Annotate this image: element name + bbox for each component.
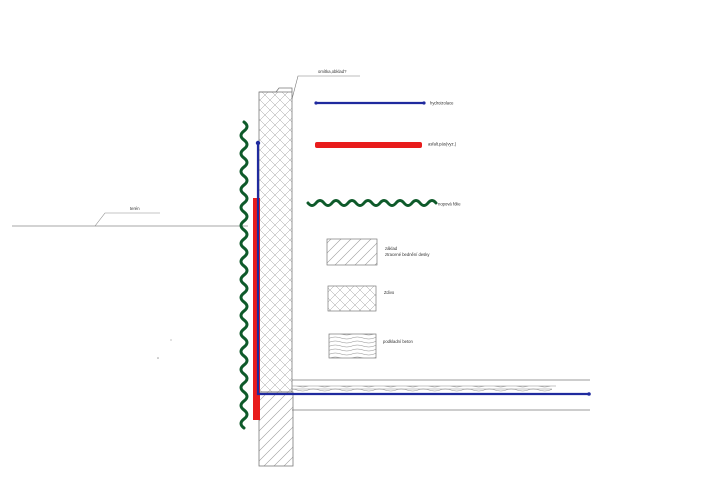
legend-zaklad-label-line1: základ — [385, 246, 398, 251]
legend-hydroizolace-end-dot — [314, 101, 318, 105]
hydroizolace-end-dot — [255, 140, 261, 146]
legend-asfalt-swatch — [315, 142, 422, 148]
asfalt-pas-wall — [253, 198, 260, 420]
foundation-footing — [258, 391, 294, 467]
legend-nopova-swatch — [306, 199, 438, 207]
legend-hydroizolace-end-dot — [422, 101, 426, 105]
legend-zaklad-swatch — [326, 238, 378, 266]
legend-nopova-label: nopová fólie — [438, 202, 461, 207]
hydroizolace-wall-and-floor — [256, 143, 590, 396]
foundation-wall — [258, 87, 293, 393]
legend-beton-swatch — [328, 333, 377, 359]
legend-zdivo-swatch — [327, 285, 377, 312]
legend-zdivo-label: Zdivo — [384, 290, 395, 295]
floor-slab — [292, 379, 590, 411]
legend-beton-label: podkladní beton — [383, 339, 413, 344]
terrain-leader-line — [94, 212, 160, 227]
legend-zaklad-label-line2: ztracené bednění desky — [385, 252, 430, 257]
wall-top-leader-line — [291, 75, 360, 100]
nopova-folie-wall — [239, 120, 249, 430]
wall-top-label: omítka,obklad? — [318, 69, 347, 74]
pencil-dot — [170, 339, 172, 341]
legend: hydroizolace asfalt.pás(vyz.) nopová fól… — [306, 101, 461, 359]
hydroizolace-floor-end-dot — [587, 392, 591, 396]
terrain-label: terén — [130, 206, 140, 211]
pencil-dot — [157, 357, 159, 359]
legend-hydroizolace-label: hydroizolace — [430, 101, 454, 106]
legend-asfalt-label: asfalt.pás(vyz.) — [428, 142, 457, 147]
